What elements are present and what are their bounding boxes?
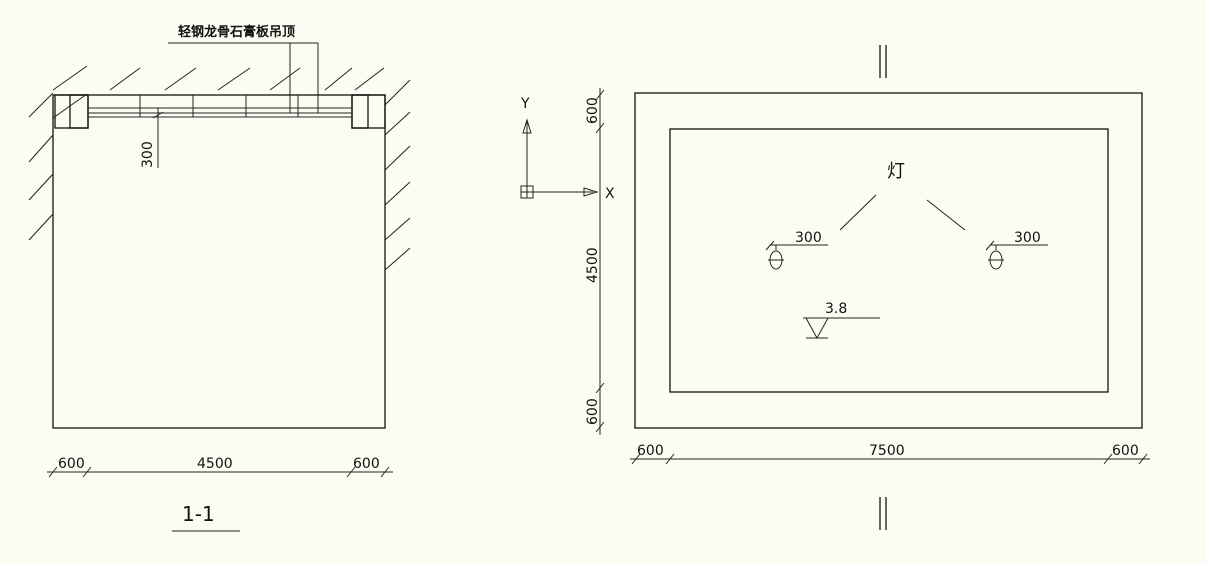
plan-dim-left-bottom: 600 <box>585 398 601 425</box>
right-ceiling-block-inner <box>351 94 369 129</box>
plan-dim-left-top: 600 <box>585 97 601 124</box>
lamp-left-icon <box>765 240 828 270</box>
section-wall-outline <box>52 94 386 429</box>
plan-dim-bottom-right: 600 <box>1112 443 1139 459</box>
section-bottom-dimension <box>47 466 393 478</box>
lamp-label: 灯 <box>887 161 905 182</box>
ceiling-note-leader <box>168 42 319 113</box>
section-view: 轻钢龙骨石膏板吊顶 300 <box>28 24 411 532</box>
elevation-value: 3.8 <box>825 301 847 317</box>
section-cut-marker-bottom <box>879 497 887 530</box>
plan-bottom-dimension <box>630 453 1150 465</box>
plan-outer-outline <box>634 92 1143 429</box>
ceiling-gap-dimension <box>152 108 164 168</box>
axis-x-label: X <box>605 186 615 202</box>
suspended-ceiling <box>88 95 352 118</box>
plan-inner-ceiling <box>669 128 1109 393</box>
plan-dim-bottom-left: 600 <box>637 443 664 459</box>
lamp-right-offset: 300 <box>1014 230 1041 246</box>
section-cut-marker-top <box>879 45 887 78</box>
section-dim-middle: 4500 <box>197 456 233 472</box>
ucs-icon <box>520 118 599 199</box>
lamp-leader-right <box>926 199 966 231</box>
plan-dim-left-middle: 4500 <box>585 247 601 283</box>
right-wall-hatch <box>324 67 411 271</box>
plan-view: Y X 600 4500 600 600 7500 600 灯 <box>520 45 1150 530</box>
elevation-mark-icon <box>803 317 880 340</box>
section-dim-right: 600 <box>353 456 380 472</box>
axis-y-label: Y <box>520 96 530 112</box>
left-ceiling-block-inner <box>69 94 89 129</box>
section-title: 1-1 <box>182 502 215 526</box>
lamp-left-offset: 300 <box>795 230 822 246</box>
left-wall-hatch <box>28 65 301 241</box>
ceiling-gap-label: 300 <box>140 141 156 168</box>
ceiling-note: 轻钢龙骨石膏板吊顶 <box>178 24 295 40</box>
lamp-right-icon <box>985 240 1048 270</box>
plan-dim-bottom-middle: 7500 <box>869 443 905 459</box>
left-ceiling-block <box>54 94 89 129</box>
plan-left-dimension <box>595 88 605 435</box>
section-dim-left: 600 <box>58 456 85 472</box>
lamp-leader-left <box>839 194 877 231</box>
